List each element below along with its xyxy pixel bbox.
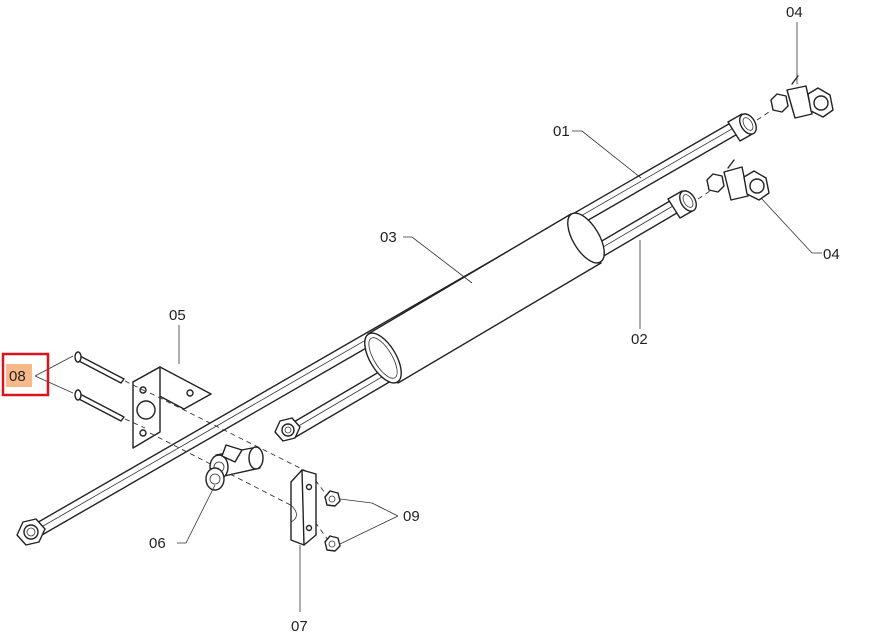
part-01-right-nut bbox=[727, 113, 757, 142]
highlight-fill-08 bbox=[6, 364, 32, 387]
part-07-clip bbox=[290, 469, 317, 546]
label-03: 03 bbox=[380, 229, 397, 246]
label-05: 05 bbox=[169, 307, 186, 324]
label-04-upper: 04 bbox=[786, 4, 803, 21]
label-08[interactable]: 08 bbox=[9, 368, 26, 385]
part-05-bracket bbox=[132, 366, 212, 449]
part-01-end-nut bbox=[16, 518, 46, 546]
label-04-lower: 04 bbox=[823, 246, 840, 263]
label-06: 06 bbox=[149, 535, 166, 552]
part-02-left-nut bbox=[274, 417, 301, 442]
part-04-elbow-lower bbox=[697, 159, 770, 201]
label-01: 01 bbox=[553, 123, 570, 140]
part-02-right-nut bbox=[667, 190, 697, 219]
part-09-nuts bbox=[324, 490, 341, 552]
part-03-sleeve bbox=[364, 212, 605, 384]
part-08-bolts bbox=[74, 351, 125, 422]
part-04-elbow-upper bbox=[756, 75, 834, 121]
part-06-tee-fitting bbox=[205, 444, 264, 491]
label-09: 09 bbox=[403, 508, 420, 525]
label-02: 02 bbox=[631, 331, 648, 348]
label-07: 07 bbox=[291, 618, 308, 635]
leader-lines bbox=[34, 22, 822, 612]
highlight-box-08[interactable] bbox=[1, 352, 50, 397]
